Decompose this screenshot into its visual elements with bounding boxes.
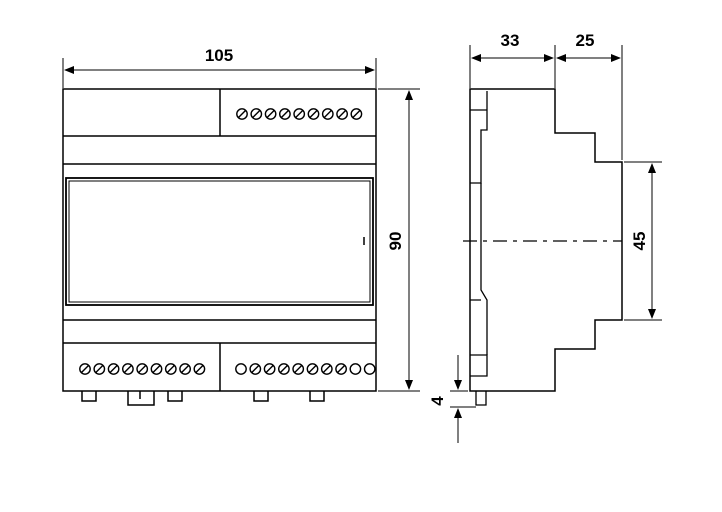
- terminal-screw: [277, 363, 290, 375]
- terminal-screw: [193, 363, 206, 375]
- side-clip: [475, 391, 487, 406]
- din-clip: [127, 391, 155, 406]
- terminal-screw: [150, 363, 163, 375]
- terminal-screw: [350, 108, 363, 120]
- side-view: [469, 88, 623, 406]
- dimension-front-height: [378, 88, 420, 392]
- terminal-screw: [179, 363, 192, 375]
- terminal-screw: [79, 363, 91, 375]
- terminal-row-top: [236, 108, 363, 120]
- label-front-height: 90: [386, 232, 405, 251]
- dimension-side-height: [624, 161, 662, 321]
- terminal-row-bottom-left: [79, 363, 206, 375]
- terminal-row-bottom-right: [235, 363, 376, 375]
- terminal-screw: [250, 108, 263, 120]
- front-view: [62, 88, 377, 406]
- terminal-screw: [264, 108, 277, 120]
- terminal-screw: [306, 363, 319, 375]
- terminal-screw: [321, 108, 334, 120]
- foot-1: [81, 391, 97, 402]
- terminal-screw: [293, 108, 306, 120]
- terminal-screw: [136, 363, 149, 375]
- terminal-screw: [122, 363, 134, 375]
- label-side-depth-2: 25: [576, 31, 595, 50]
- terminal-screw: [307, 108, 320, 120]
- display-window-outer: [65, 177, 374, 306]
- dimension-clip: [450, 355, 476, 443]
- terminal-screw: [164, 363, 177, 375]
- rail-lip-bottom: [470, 354, 488, 377]
- terminal-screw: [249, 363, 262, 375]
- terminal-screw: [335, 363, 347, 375]
- terminal-screw: [292, 363, 305, 375]
- side-body-outline: [469, 88, 623, 392]
- rail-profile-bottom: [470, 183, 488, 355]
- terminal-screw: [236, 108, 248, 120]
- terminal-screw: [263, 363, 276, 375]
- label-clip-height: 4: [428, 396, 447, 406]
- terminal-hole: [349, 363, 362, 375]
- terminal-screw: [93, 363, 106, 375]
- display-window-inner: [68, 180, 371, 303]
- terminal-screw: [278, 108, 291, 120]
- foot-3: [253, 391, 269, 402]
- label-front-width: 105: [205, 46, 233, 65]
- label-side-depth-1: 33: [501, 31, 520, 50]
- label-side-height: 45: [630, 232, 649, 251]
- rail-profile-top: [470, 109, 488, 184]
- foot-4: [309, 391, 325, 402]
- terminal-hole: [235, 363, 247, 375]
- dimension-front-width: [62, 58, 377, 88]
- terminal-screw: [336, 108, 348, 120]
- terminal-screw: [320, 363, 333, 375]
- dimension-side-depth: [469, 45, 623, 160]
- terminal-screw: [107, 363, 120, 375]
- terminal-hole: [363, 363, 376, 375]
- foot-2: [167, 391, 183, 402]
